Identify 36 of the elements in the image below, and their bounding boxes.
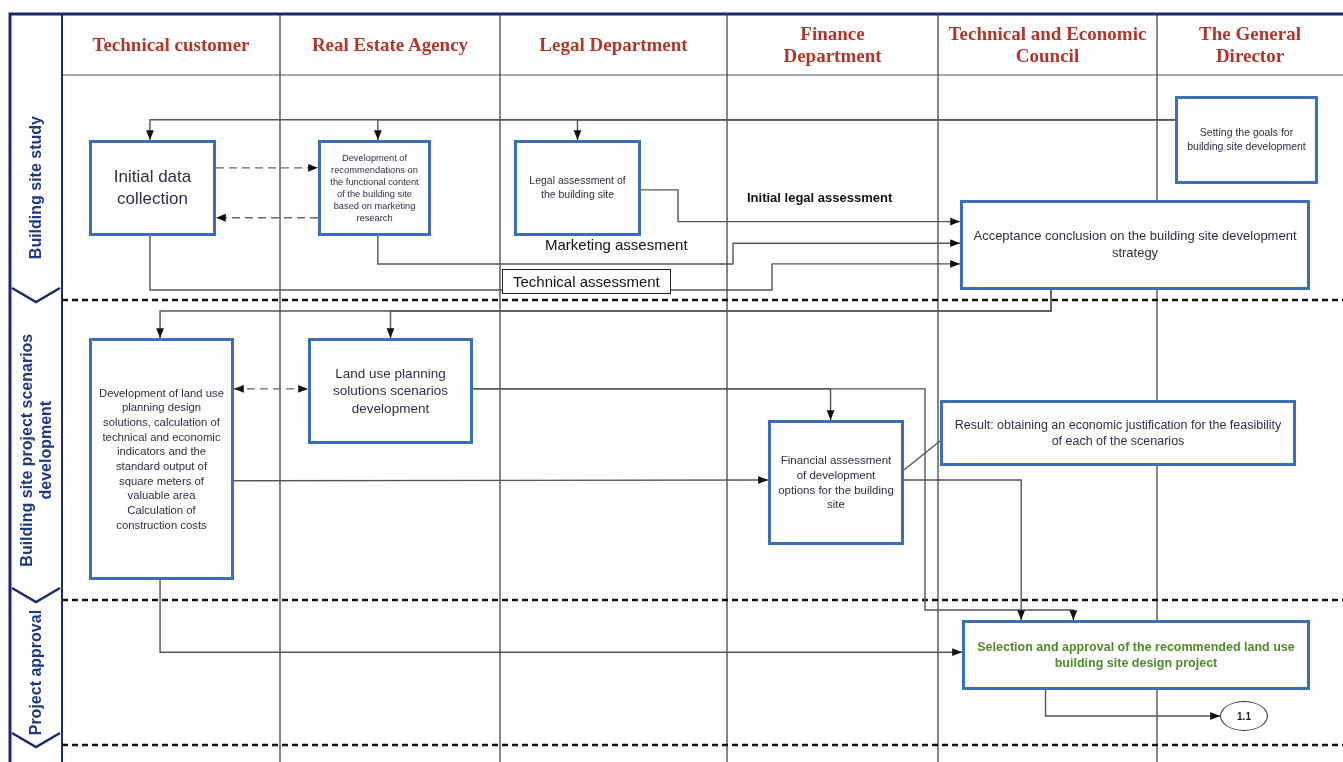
edge-label: Marketing assesment xyxy=(543,236,690,253)
process-box: Selection and approval of the recommended land use building site design project xyxy=(962,620,1310,690)
arrow xyxy=(472,388,1078,621)
lane-header: Technical customer xyxy=(92,33,250,56)
dashed-arrow xyxy=(215,163,319,172)
lane-header: Technical and Economic Council xyxy=(947,22,1148,67)
lane-header: Real Estate Agency xyxy=(311,33,469,56)
process-box: Development of land use planning design solutions, calculation of technical and economic indicators and the standard output of square meters of valuable area Calculation of construction costs xyxy=(89,338,234,580)
arrow xyxy=(903,479,1026,621)
arrow xyxy=(159,579,963,657)
process-box: Financial assessment of development options for the building site xyxy=(768,420,904,545)
arrow xyxy=(1044,689,1221,720)
arrow xyxy=(233,476,769,484)
process-box: Initial data collection xyxy=(89,140,216,236)
arrow xyxy=(377,235,961,265)
process-box: Result: obtaining an economic justification for the feasibility of each of the scenarios xyxy=(940,400,1296,466)
lane-title: Project approval xyxy=(26,608,46,738)
lane-header: Finance Department xyxy=(782,22,883,67)
edge-label: Technical assessment xyxy=(502,269,671,294)
process-box: Acceptance conclusion on the building site development strategy xyxy=(960,200,1310,290)
process-box: Land use planning solutions scenarios development xyxy=(308,338,473,444)
lane-header: The General Director xyxy=(1198,22,1302,67)
lane-title: Building site study xyxy=(26,114,46,262)
dashed-arrow xyxy=(215,213,319,222)
edge-label: Initial legal assessment xyxy=(745,190,895,205)
connector-line xyxy=(903,440,941,471)
arrow xyxy=(386,289,1052,339)
arrow xyxy=(640,189,961,226)
connector-circle: 1.1 xyxy=(1220,701,1268,731)
process-box: Setting the goals for building site development xyxy=(1175,96,1318,184)
arrow xyxy=(573,119,1176,141)
process-box: Legal assessment of the building site xyxy=(514,140,641,236)
lane-header: Legal Department xyxy=(539,33,688,56)
process-box: Development of recommendations on the functional content of the building site based on marketing research xyxy=(318,140,431,236)
lane-title: Building site project scenarios development xyxy=(16,332,55,569)
dashed-arrow xyxy=(233,384,309,393)
